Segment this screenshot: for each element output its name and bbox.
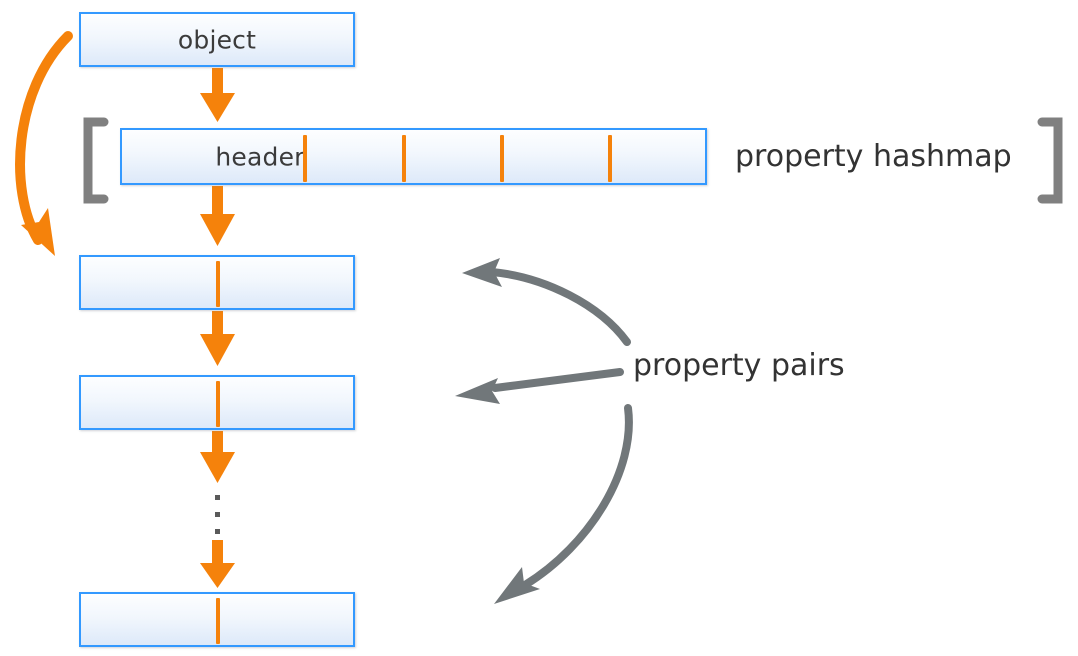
ellipsis-dot-2: [215, 512, 220, 517]
orange-arrow-pair1-to-pair2: [200, 311, 235, 366]
object-box[interactable]: object: [79, 12, 355, 67]
orange-curved-arrow-object-to-pair: [15, 31, 73, 256]
property-pairs-label: property pairs: [633, 348, 845, 383]
orange-arrow-pair2-to-ellipsis: [200, 431, 235, 483]
gray-arrow-to-pair1: [462, 258, 631, 346]
ellipsis-dot-3: [215, 529, 220, 534]
hashmap-slot-divider-4: [608, 135, 612, 182]
header-box-label: header: [215, 142, 305, 171]
orange-arrow-header-to-pair1: [200, 186, 235, 246]
ellipsis-dot-1: [215, 495, 220, 500]
gray-arrow-to-pair2: [455, 368, 624, 404]
left-bracket-icon: [83, 117, 109, 204]
property-pair-box-2[interactable]: [79, 375, 355, 430]
orange-arrow-object-to-header: [200, 68, 235, 122]
property-hashmap-label: property hashmap: [735, 139, 1012, 174]
object-box-label: object: [177, 25, 257, 54]
property-pair-box-1[interactable]: [79, 255, 355, 310]
property-pair-divider-2: [216, 381, 220, 427]
hashmap-slot-divider-1: [303, 135, 307, 182]
hashmap-slot-divider-2: [402, 135, 406, 182]
property-pair-divider-1: [216, 261, 220, 307]
gray-arrow-to-pair3: [494, 404, 633, 604]
property-pair-divider-3: [216, 598, 220, 644]
property-pair-box-3[interactable]: [79, 592, 355, 647]
right-bracket-icon: [1037, 117, 1063, 204]
header-row-box[interactable]: header: [120, 128, 707, 185]
hashmap-slot-divider-3: [500, 135, 504, 182]
orange-arrow-ellipsis-to-pair3: [200, 540, 235, 588]
